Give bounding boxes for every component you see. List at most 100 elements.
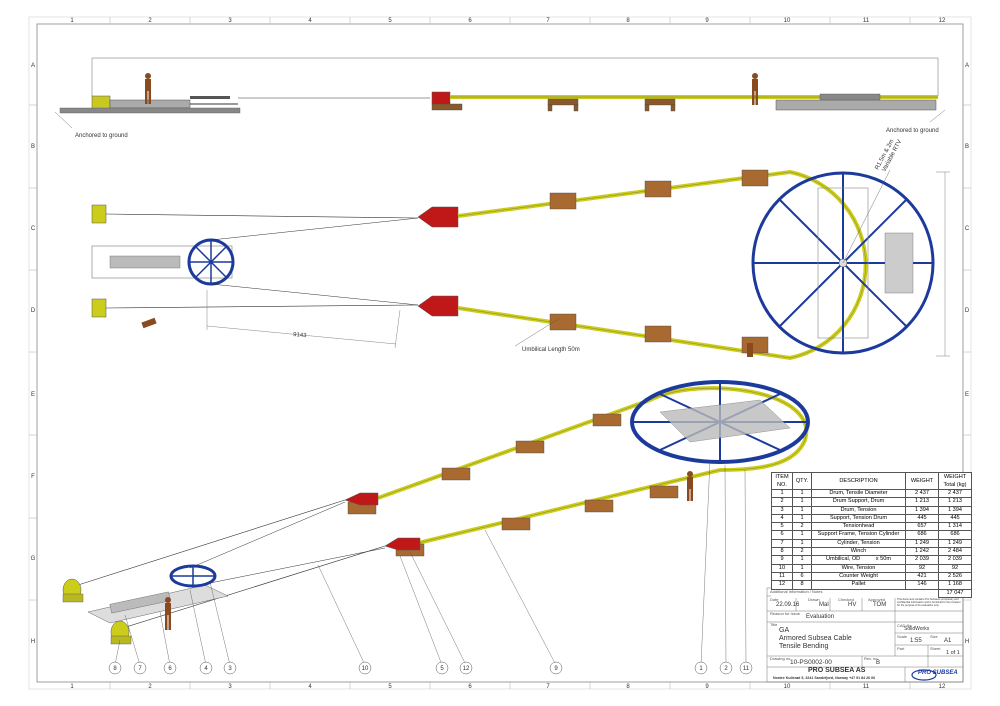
cell: 2 <box>792 522 812 532</box>
cell: 1 242 <box>905 547 939 557</box>
row-label-right-B: B <box>965 144 969 150</box>
cell: 1 <box>792 488 812 499</box>
col-label-bottom-2: 2 <box>148 684 152 690</box>
cad-value: SolidWorks <box>904 626 930 632</box>
cell: Drum, Tension <box>811 505 906 515</box>
col-label-11: 11 <box>863 18 870 24</box>
col-label-bottom-3: 3 <box>228 684 232 690</box>
person-figure-left <box>145 73 151 104</box>
tensionhead-iso-top <box>344 492 379 506</box>
cell: 1 <box>792 555 812 565</box>
row-label-B: B <box>31 144 35 150</box>
cad-label: CAD file <box>897 623 912 628</box>
plan-view: R1.5m & 2m Variable RTV 9143 Umbilical L… <box>91 139 950 361</box>
cell: 6 <box>771 530 793 540</box>
cell: Counter Weight <box>811 571 906 582</box>
date-value: 22.09.16 <box>776 602 800 608</box>
row-label-A: A <box>31 63 35 69</box>
col-label-bottom-8: 8 <box>626 684 630 690</box>
row-label-right-C: C <box>965 226 970 232</box>
bubble-1: 1 <box>699 666 703 672</box>
row-label-right-E: E <box>965 392 969 398</box>
tensile-drum-iso <box>630 380 810 464</box>
bubble-3: 3 <box>228 666 232 672</box>
bubble-8: 8 <box>113 666 117 672</box>
row-label-right-D: D <box>965 308 970 314</box>
cell: 146 <box>905 580 939 590</box>
size-label: Size <box>930 634 938 639</box>
winch-iso-bottom <box>110 620 132 645</box>
cell: Wire, Tension <box>811 563 906 573</box>
cell: Cylinder, Tension <box>811 538 906 549</box>
cell: 12 <box>771 580 793 590</box>
logo-swoosh-icon <box>911 669 937 681</box>
cell: 686 <box>938 530 972 540</box>
tension-drum-iso <box>169 564 217 588</box>
col-label-bottom-12: 12 <box>939 684 946 690</box>
anchored-note-right: Anchored to ground <box>886 128 939 134</box>
cell: 686 <box>905 530 939 540</box>
col-label-bottom-9: 9 <box>705 684 709 690</box>
col-label-bottom-1: 1 <box>70 684 74 690</box>
row-label-right-H: H <box>965 639 969 645</box>
col-label-1: 1 <box>70 18 74 24</box>
row-label-E: E <box>31 392 35 398</box>
reason-label: Reason for issue <box>770 611 801 616</box>
sheet-label: Sheet <box>930 646 941 651</box>
title-line-2: Armored Subsea Cable <box>779 635 852 642</box>
cell: Support Frame, Tension Cylinder <box>811 530 906 540</box>
cell: 7 <box>771 538 793 549</box>
company-name: PRO SUBSEA AS <box>808 667 866 674</box>
dimension-9143: 9143 <box>293 332 307 339</box>
col-label-9: 9 <box>705 18 709 24</box>
sheet-value: 1 of 1 <box>946 650 960 656</box>
cell: 2 437 <box>938 488 972 499</box>
rev-label: Rev. no. <box>864 656 879 661</box>
total-row: 17 047 <box>772 588 972 598</box>
bubble-6: 6 <box>168 666 172 672</box>
checked-label: Checked <box>838 597 854 602</box>
additional-info-label: Additional Information / Notes <box>770 589 823 594</box>
cell: 92 <box>938 563 972 573</box>
tensionhead-side <box>431 91 451 105</box>
row-label-C: C <box>31 226 36 232</box>
cell: 10 <box>771 563 793 573</box>
col-label-10: 10 <box>784 18 791 24</box>
logo-text: PRO SUBSEA <box>918 670 958 676</box>
checked-value: HV <box>848 602 857 608</box>
cell: 1 213 <box>938 497 972 507</box>
bubble-12: 12 <box>463 666 470 672</box>
bubble-7: 7 <box>138 666 142 672</box>
side-view: Anchored to ground Anchored to ground <box>54 57 946 139</box>
col-label-3: 3 <box>228 18 232 24</box>
cell: 1 394 <box>938 505 972 515</box>
pallets-iso <box>347 413 679 557</box>
date-label: Date <box>770 597 779 602</box>
rev-value: B <box>876 660 881 666</box>
cell: 1 <box>771 488 793 499</box>
title-block-frame <box>766 587 964 683</box>
cell: 1 <box>792 538 812 549</box>
drum-side <box>775 99 937 111</box>
confidential-note: This document contains Pro Subsea's prop… <box>897 598 961 608</box>
cell: 657 <box>905 522 939 532</box>
col-label-12: 12 <box>939 18 946 24</box>
parts-list-table: ITEM NO. QTY. DESCRIPTION WEIGHT WEIGHT … <box>771 472 972 598</box>
person-figure-plan-right <box>747 343 753 357</box>
col-label-5: 5 <box>388 18 392 24</box>
col-label-bottom-10: 10 <box>784 684 791 690</box>
cell: 9 <box>771 555 793 565</box>
bubble-10: 10 <box>362 666 369 672</box>
row-label-D: D <box>31 308 36 314</box>
isometric-view: 8 7 6 4 3 10 5 12 9 1 2 11 <box>62 380 810 675</box>
cell: 1 <box>792 530 812 540</box>
cell: 445 <box>905 513 939 524</box>
pallets-side <box>431 98 676 112</box>
cell: 2 484 <box>938 547 972 557</box>
bubble-5: 5 <box>440 666 444 672</box>
